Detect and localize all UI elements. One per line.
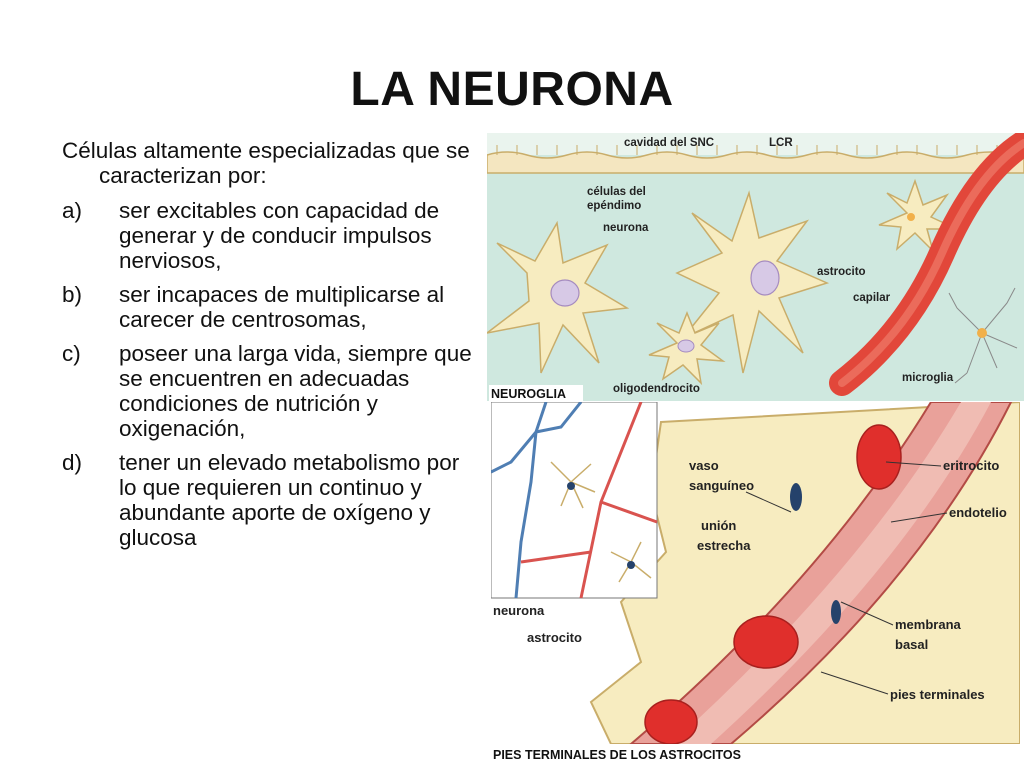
label-membrana: membrana — [895, 617, 962, 632]
ependyma-layer — [487, 151, 1024, 174]
neuroglia-illustration: cavidad del SNC LCR células del epéndimo… — [487, 133, 1024, 401]
inset-astrocytes — [550, 461, 652, 583]
label-neurona-inset: neurona — [493, 603, 545, 618]
endfeet-caption: PIES TERMINALES DE LOS ASTROCITOS — [493, 748, 741, 762]
label-pies: pies terminales — [890, 687, 985, 702]
label-cavidad: cavidad del SNC — [624, 137, 714, 149]
label-neurona: neurona — [603, 222, 649, 234]
label-sanguineo: sanguíneo — [689, 478, 754, 493]
label-celulas: células del — [587, 186, 646, 198]
list-item-text: ser incapaces de multiplicarse al carece… — [119, 282, 445, 332]
list-marker: b) — [62, 282, 83, 307]
label-oligodendrocito: oligodendrocito — [613, 383, 700, 395]
label-astrocito-inset: astrocito — [527, 630, 582, 645]
microglia-nucleus — [977, 328, 987, 338]
label-union: unión — [701, 518, 736, 533]
inset-nucleus — [627, 561, 635, 569]
label-endotelio: endotelio — [949, 505, 1007, 520]
list-marker: a) — [62, 198, 83, 223]
list-marker: d) — [62, 450, 83, 475]
erythrocyte — [733, 615, 799, 669]
list-item-b: b) ser incapaces de multiplicarse al car… — [62, 282, 472, 332]
intro-text: Células altamente especializadas que se … — [62, 138, 470, 188]
list-marker: c) — [62, 341, 81, 366]
list-item-text: ser excitables con capacidad de generar … — [119, 198, 440, 273]
endfeet-illustration: vaso sanguíneo unión estrecha eritrocito… — [491, 402, 1020, 744]
label-ependimo: epéndimo — [587, 200, 641, 212]
label-vaso: vaso — [689, 458, 719, 473]
inset-neuron — [491, 402, 583, 599]
inset-vessels — [520, 402, 658, 599]
csf-band — [487, 133, 1024, 155]
list-item-c: c) poseer una larga vida, siempre que se… — [62, 341, 472, 441]
microglia-cell — [948, 287, 1018, 384]
list-item-d: d) tener un elevado metabolismo por lo q… — [62, 450, 472, 550]
slide-title: LA NEURONA — [350, 63, 674, 116]
label-estrecha: estrecha — [697, 538, 751, 553]
leader-lines — [745, 461, 948, 695]
inset-nucleus — [567, 482, 575, 490]
endothelial-nucleus — [790, 483, 802, 511]
neuroglia-figure: cavidad del SNC LCR células del epéndimo… — [487, 133, 1024, 401]
label-eritrocito: eritrocito — [943, 458, 999, 473]
label-microglia: microglia — [902, 372, 954, 384]
vessel-lumen — [671, 402, 991, 744]
erythrocyte — [856, 424, 902, 490]
nucleus — [907, 213, 915, 221]
list-item-text: tener un elevado metabolismo por lo que … — [119, 450, 460, 550]
slide-text: Células altamente especializadas que se … — [62, 138, 472, 559]
label-astrocito: astrocito — [817, 266, 866, 278]
erythrocyte — [644, 699, 698, 744]
list-item-a: a) ser excitables con capacidad de gener… — [62, 198, 472, 273]
astrocyte-endfeet-figure: vaso sanguíneo unión estrecha eritrocito… — [491, 402, 1020, 744]
label-lcr: LCR — [769, 137, 793, 149]
nucleus — [550, 279, 580, 307]
nucleus — [750, 260, 780, 296]
label-basal: basal — [895, 637, 928, 652]
label-capilar: capilar — [853, 292, 891, 304]
nucleus — [677, 339, 695, 353]
endothelial-nucleus — [831, 600, 841, 624]
neuroglia-caption: NEUROGLIA — [489, 385, 583, 403]
list-item-text: poseer una larga vida, siempre que se en… — [119, 341, 472, 441]
